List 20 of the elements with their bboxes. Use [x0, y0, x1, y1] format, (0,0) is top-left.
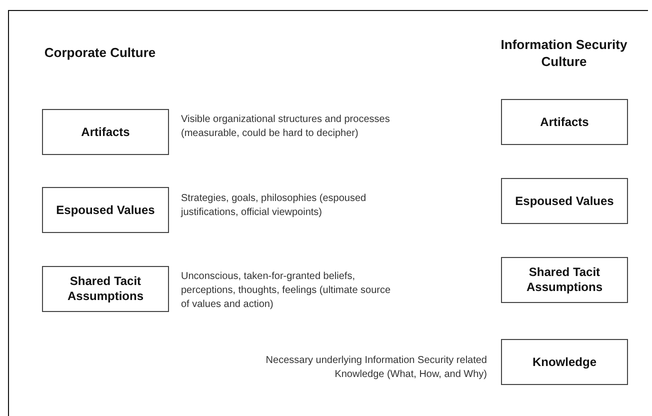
layer-name: Artifacts — [81, 124, 130, 140]
layer-name: Espoused Values — [515, 194, 614, 208]
layer-box — [501, 99, 628, 145]
layer-box — [42, 187, 169, 233]
layer-box — [501, 339, 628, 385]
layer-name: Shared Tacit Assumptions — [66, 274, 144, 304]
description-text: Unconscious, taken-for-granted beliefs, perceptions, thoughts, feelings (ultimate source of values and action) — [181, 270, 392, 312]
description-text: Necessary underlying Information Security related Knowledge (What, How, and Why) — [264, 354, 487, 382]
layer-box — [501, 257, 628, 303]
layer-box — [42, 266, 169, 312]
layer-name: Artifacts — [540, 114, 589, 130]
column-heading: Information Security Culture — [500, 36, 628, 70]
layer-name: Shared Tacit Assumptions — [525, 265, 604, 295]
layer-box — [501, 178, 628, 224]
layer-name: Espoused Values — [56, 202, 155, 218]
layer-name: Knowledge — [532, 354, 596, 370]
column-heading: Corporate Culture — [43, 44, 157, 61]
layer-box — [42, 109, 169, 155]
description-text: Strategies, goals, philosophies (espoused justifications, official viewpoints) — [181, 192, 368, 220]
description-text: Visible organizational structures and processes (measurable, could be hard to decipher) — [181, 113, 391, 141]
